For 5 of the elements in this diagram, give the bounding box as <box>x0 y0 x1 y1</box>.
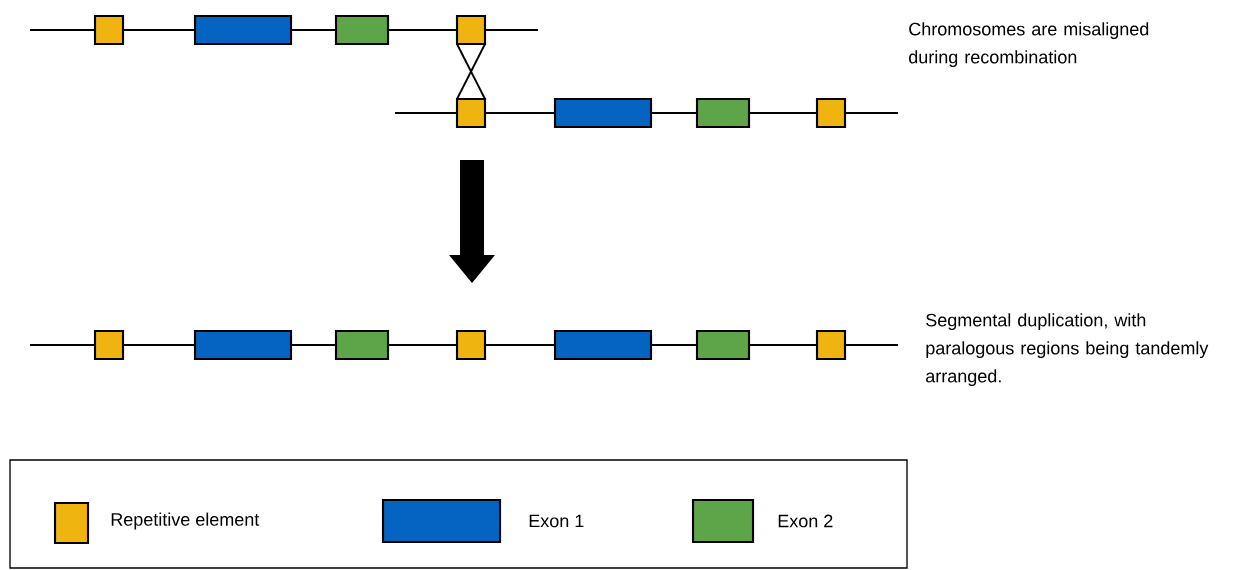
legend-label: Repetitive element <box>111 512 260 530</box>
legend-label: Exon 1 <box>529 514 584 528</box>
caption-text: Segmental duplication, with paralogous regions being tandemly arranged. <box>926 313 1209 387</box>
caption-text: Chromosomes are misaligned during recombination <box>909 22 1149 68</box>
legend-label: Exon 2 <box>778 514 833 528</box>
